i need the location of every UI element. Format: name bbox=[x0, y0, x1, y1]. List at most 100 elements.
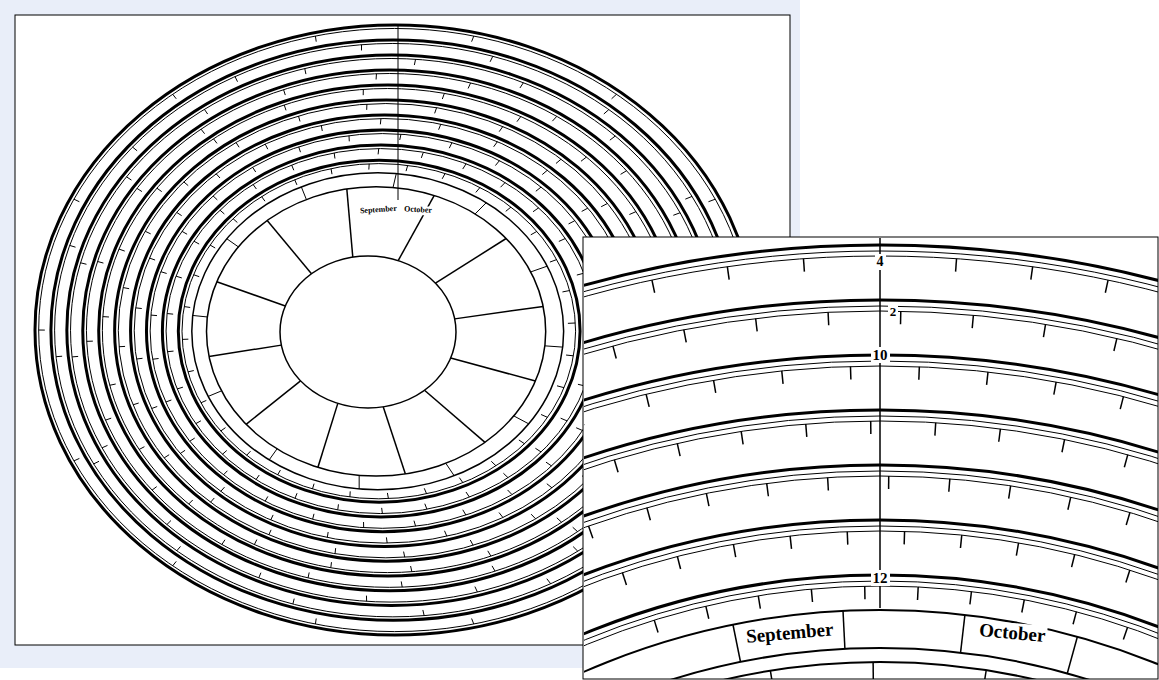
tick-mark bbox=[188, 371, 194, 372]
spoke-line bbox=[979, 670, 986, 679]
tick-mark bbox=[621, 171, 627, 175]
tick-mark bbox=[1114, 338, 1117, 351]
tick-mark bbox=[499, 513, 503, 518]
tick-mark bbox=[337, 504, 339, 510]
tick-mark bbox=[536, 187, 541, 191]
spoke-line bbox=[318, 403, 338, 467]
tick-mark bbox=[269, 530, 271, 535]
ring-line bbox=[584, 416, 1158, 679]
scale-number: 12 bbox=[871, 570, 890, 587]
ring-line bbox=[584, 421, 1158, 679]
tick-mark bbox=[562, 291, 569, 292]
ring-line bbox=[584, 586, 1158, 679]
tick-mark bbox=[811, 589, 812, 602]
tick-mark bbox=[102, 445, 107, 447]
tick-mark bbox=[70, 245, 76, 247]
tick-mark bbox=[470, 540, 473, 545]
ring-line bbox=[584, 575, 1158, 679]
tick-mark bbox=[444, 531, 446, 536]
tick-mark bbox=[221, 428, 226, 431]
ring-line bbox=[584, 306, 1158, 679]
tick-mark bbox=[236, 142, 239, 147]
tick-mark bbox=[435, 108, 437, 114]
tick-mark bbox=[210, 245, 215, 248]
tick-mark bbox=[123, 288, 129, 289]
tick-mark bbox=[127, 177, 132, 180]
tick-mark bbox=[520, 83, 523, 88]
tick-mark bbox=[133, 147, 138, 151]
tick-mark bbox=[714, 380, 716, 393]
tick-mark bbox=[1068, 497, 1071, 510]
ring-line bbox=[584, 355, 1158, 679]
spoke-line bbox=[451, 358, 536, 381]
ring-line bbox=[584, 251, 1158, 679]
ring-line bbox=[584, 300, 1158, 679]
tick-mark bbox=[589, 526, 593, 538]
tick-mark bbox=[652, 280, 655, 293]
tick-mark bbox=[305, 69, 306, 75]
tick-mark bbox=[247, 451, 251, 455]
tick-mark bbox=[211, 498, 215, 502]
tick-mark bbox=[72, 356, 78, 358]
tick-mark bbox=[173, 94, 177, 99]
tick-mark bbox=[177, 212, 182, 215]
spoke-line bbox=[872, 662, 874, 679]
tick-mark bbox=[472, 619, 474, 625]
scale-number: 10 bbox=[871, 347, 890, 364]
tick-mark bbox=[934, 423, 936, 436]
tick-mark bbox=[646, 394, 649, 407]
tick-mark bbox=[1031, 267, 1033, 280]
ring-line bbox=[584, 465, 1158, 679]
month-divider bbox=[446, 463, 454, 475]
tick-mark bbox=[220, 210, 224, 214]
tick-mark bbox=[870, 421, 872, 434]
tick-mark bbox=[173, 561, 177, 565]
tick-mark bbox=[189, 500, 193, 504]
spoke-line bbox=[209, 345, 281, 356]
tick-mark bbox=[222, 540, 225, 545]
tick-mark bbox=[782, 371, 783, 384]
tick-mark bbox=[295, 180, 297, 185]
tick-mark bbox=[546, 462, 552, 466]
tick-mark bbox=[233, 219, 237, 223]
tick-mark bbox=[439, 124, 441, 130]
month-band-line bbox=[584, 662, 1158, 679]
tick-mark bbox=[1124, 455, 1127, 468]
tick-mark bbox=[706, 606, 709, 619]
tick-mark bbox=[94, 461, 99, 464]
tick-mark bbox=[629, 212, 636, 215]
tick-mark bbox=[827, 478, 829, 491]
tick-mark bbox=[259, 573, 261, 578]
tick-mark bbox=[1073, 612, 1076, 625]
index-line bbox=[398, 25, 399, 200]
tick-mark bbox=[184, 182, 188, 186]
tick-mark bbox=[466, 492, 469, 497]
tick-mark bbox=[519, 440, 525, 444]
tick-mark bbox=[1054, 382, 1056, 395]
tick-mark bbox=[1120, 397, 1123, 410]
tick-mark bbox=[706, 493, 709, 506]
tick-mark bbox=[673, 213, 680, 216]
tick-mark bbox=[213, 196, 217, 200]
tick-mark bbox=[361, 45, 362, 51]
tick-mark bbox=[677, 443, 680, 456]
tick-mark bbox=[145, 231, 150, 234]
tick-mark bbox=[380, 119, 382, 125]
tick-mark bbox=[610, 136, 615, 140]
tick-mark bbox=[547, 484, 552, 488]
month-divider bbox=[475, 203, 486, 214]
tick-mark bbox=[903, 531, 905, 544]
tick-mark bbox=[561, 418, 568, 421]
tick-mark bbox=[292, 165, 294, 170]
tick-mark bbox=[556, 159, 561, 163]
tick-mark bbox=[366, 104, 367, 110]
ring-line bbox=[146, 130, 618, 532]
tick-mark bbox=[164, 455, 169, 458]
tick-mark bbox=[167, 313, 173, 315]
tick-mark bbox=[363, 522, 364, 528]
tick-mark bbox=[404, 552, 405, 558]
month-divider bbox=[301, 187, 306, 200]
spoke-line bbox=[435, 238, 506, 283]
tick-mark bbox=[1072, 554, 1075, 567]
ring-line bbox=[584, 410, 1158, 679]
